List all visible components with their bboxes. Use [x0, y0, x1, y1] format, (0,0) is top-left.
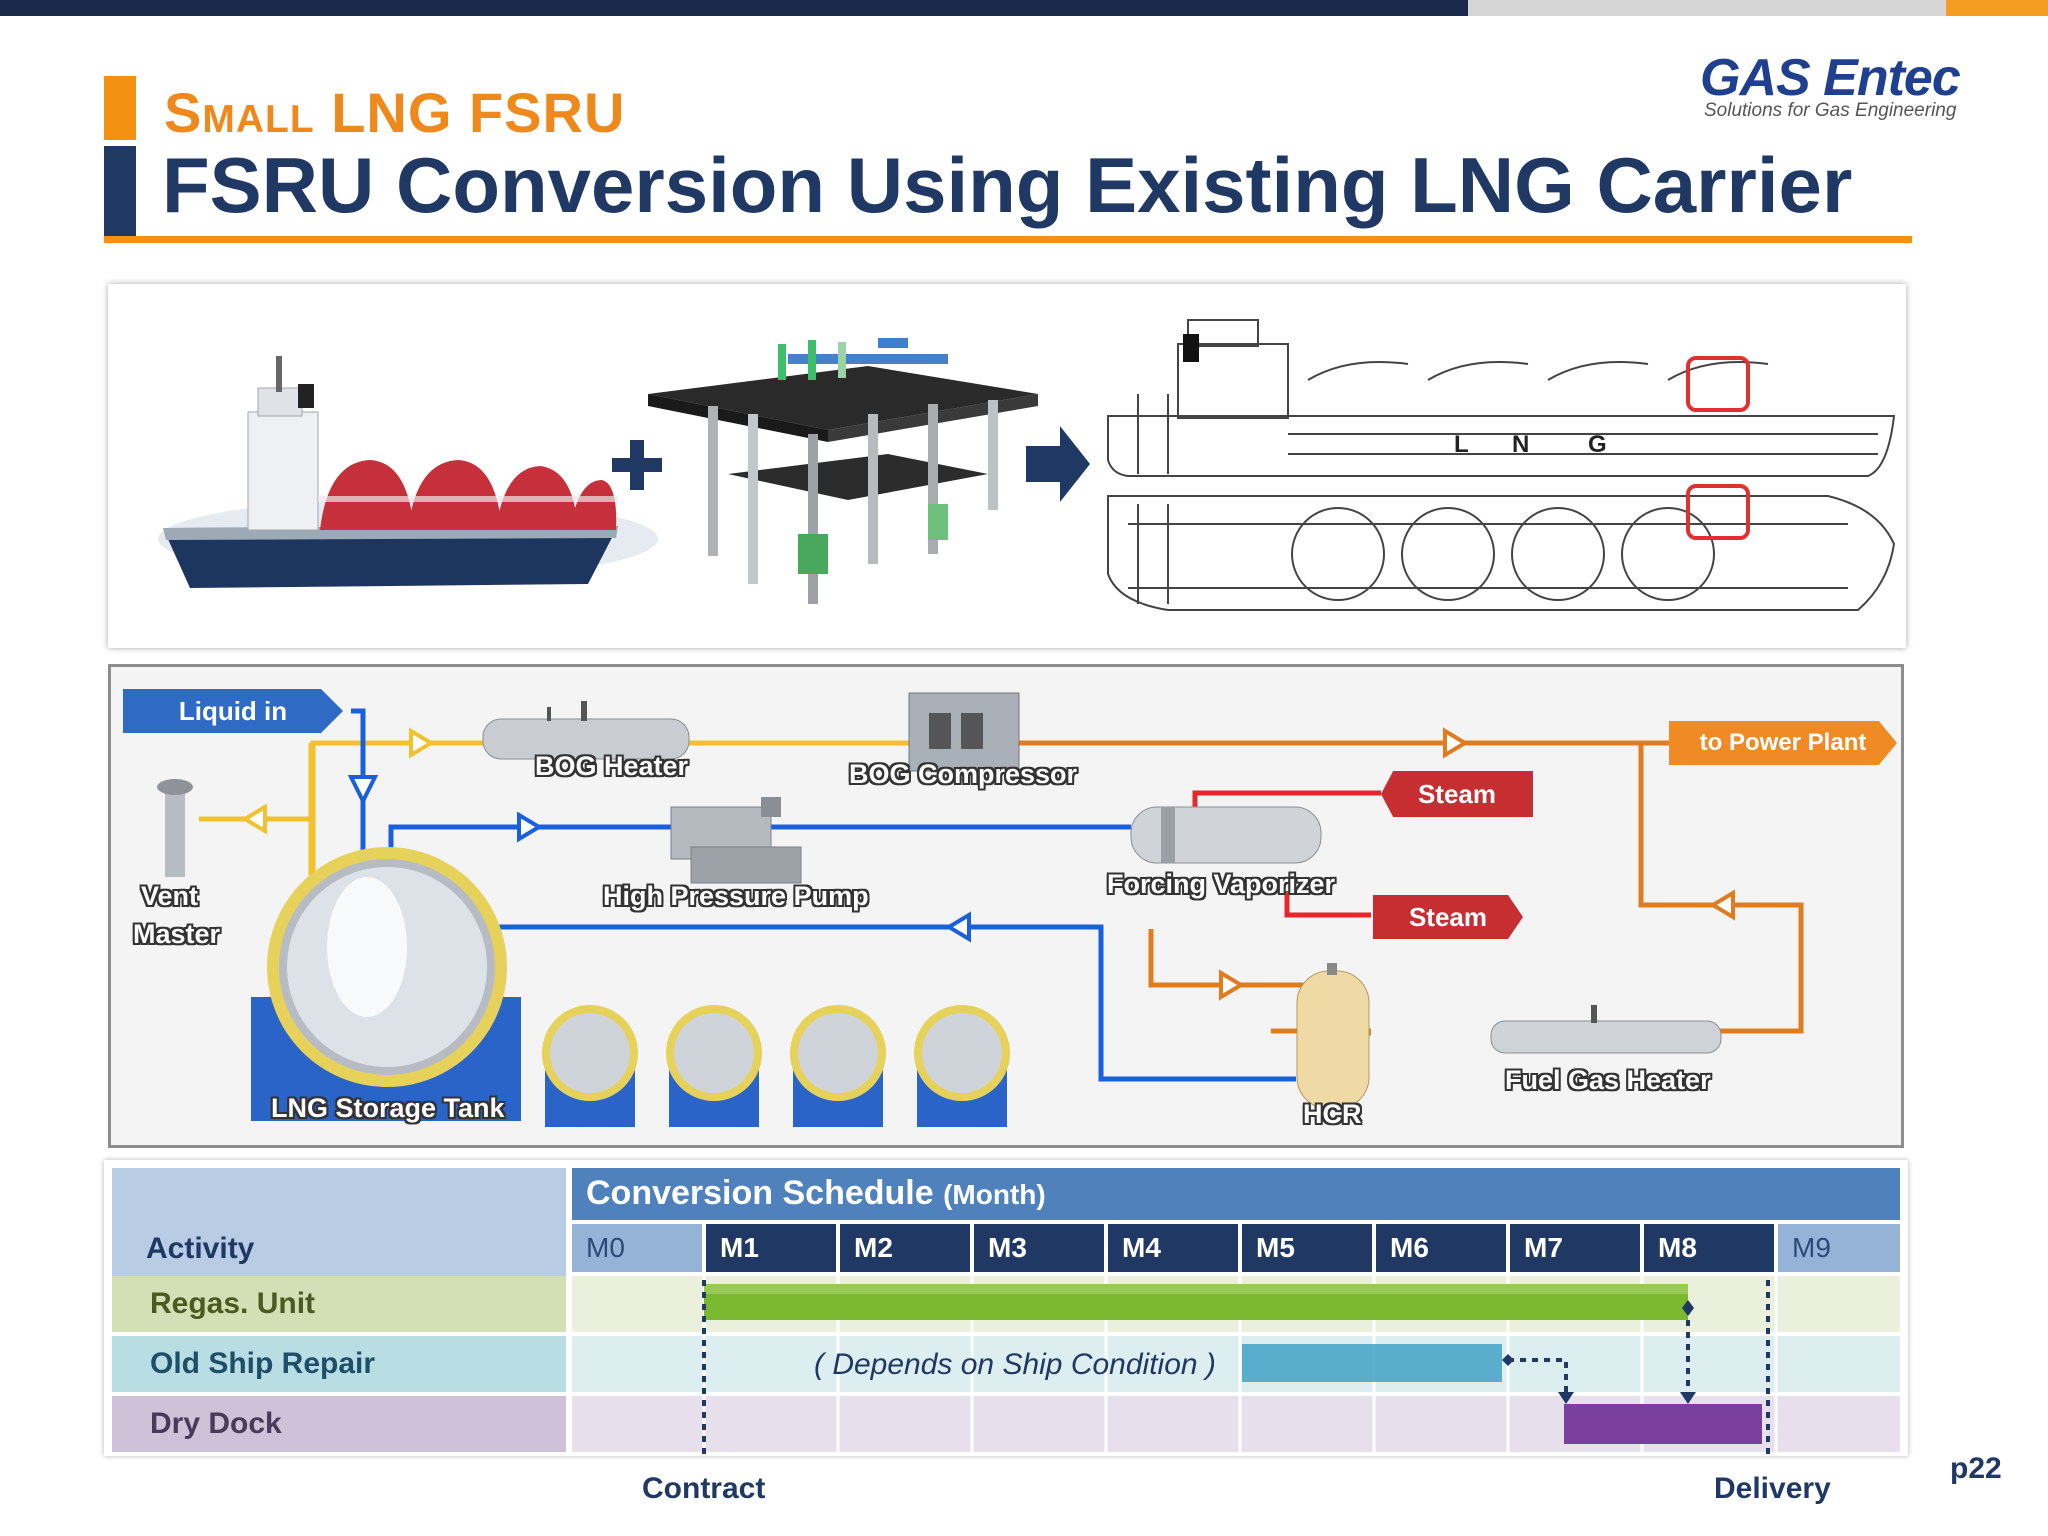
slide-subtitle: Small LNG FSRU [164, 81, 626, 144]
vent-master-label-1: Vent [141, 881, 199, 911]
depends-on-ship-condition-note: ( Depends on Ship Condition ) [814, 1348, 1216, 1381]
schedule-title: Conversion Schedule [586, 1174, 934, 1212]
row-old-ship-repair-track [572, 1336, 1900, 1392]
vent-master-label-2: Master [133, 919, 221, 949]
month-m0-label: M0 [586, 1232, 625, 1263]
month-m2-cell [840, 1224, 970, 1272]
conversion-schedule-table: Activity Conversion Schedule (Month) M0 … [104, 1160, 1908, 1456]
page-number: p22 [1950, 1452, 2002, 1485]
hcr-vessel-icon [1296, 963, 1370, 1110]
schedule-unit: (Month) [943, 1179, 1046, 1210]
month-m9-label: M9 [1792, 1232, 1831, 1263]
hcr-label: HCR [1303, 1099, 1362, 1129]
month-m3-label: M3 [988, 1232, 1027, 1263]
title-underline [104, 236, 1912, 243]
month-m3-cell [974, 1224, 1104, 1272]
old-ship-repair-bar [1242, 1344, 1502, 1382]
liquid-in-label: Liquid in [178, 695, 288, 726]
title-accent [104, 146, 136, 236]
row-dry-dock-label: Dry Dock [112, 1396, 566, 1452]
dry-dock-bar [1564, 1404, 1762, 1444]
drawing-letter-l: L [1454, 431, 1469, 458]
drawing-letter-g: G [1588, 431, 1607, 458]
bog-compressor-icon [908, 692, 1020, 772]
lng-storage-tank-icon [251, 847, 521, 1121]
vent-master-icon [157, 779, 193, 877]
fuel-gas-heater-icon [1490, 1005, 1722, 1054]
company-logo: GAS Entec [1700, 49, 1961, 107]
month-m4-label: M4 [1122, 1232, 1161, 1263]
delivery-label: Delivery [1714, 1472, 1831, 1505]
company-tagline: Solutions for Gas Engineering [1704, 100, 1957, 121]
contract-label: Contract [642, 1472, 766, 1505]
high-pressure-pump-label: High Pressure Pump [603, 881, 869, 911]
activity-header-cell [112, 1168, 566, 1276]
to-power-plant-label: to Power Plant [1699, 729, 1867, 756]
month-m1-label: M1 [720, 1232, 759, 1263]
conversion-image-panel: L N G [108, 284, 1906, 648]
to-power-plant-tag: to Power Plant [1669, 721, 1897, 765]
liquid-in-tag: Liquid in [123, 689, 343, 733]
high-pressure-pump-icon [670, 797, 802, 884]
month-m5-label: M5 [1256, 1232, 1295, 1263]
month-m6-label: M6 [1390, 1232, 1429, 1263]
month-m8-cell [1644, 1224, 1774, 1272]
month-m7-cell [1510, 1224, 1640, 1272]
schedule-header-title: Conversion Schedule (Month) [586, 1174, 1046, 1213]
schedule-header-cell [572, 1168, 1900, 1220]
top-bar-gray [1468, 0, 1946, 16]
subtitle-accent [104, 76, 136, 140]
month-m8-label: M8 [1658, 1232, 1697, 1263]
lng-carrier-image [158, 356, 658, 588]
month-m9-cell [1778, 1224, 1900, 1272]
activity-header-label: Activity [146, 1232, 255, 1265]
forcing-vaporizer-icon [1130, 806, 1322, 864]
fsru-drawing-image [1107, 319, 1896, 611]
bog-heater-icon [482, 701, 690, 760]
month-m2-label: M2 [854, 1232, 893, 1263]
month-m0-cell [572, 1224, 702, 1272]
steam-tag-bottom: Steam [1373, 895, 1523, 939]
row-regas-unit-label: Regas. Unit [112, 1276, 566, 1332]
month-m4-cell [1108, 1224, 1238, 1272]
slide-title: FSRU Conversion Using Existing LNG Carri… [162, 141, 1853, 229]
steam-tag-top: Steam [1381, 771, 1533, 817]
top-bar-orange [1946, 0, 2048, 16]
lng-storage-tank-label: LNG Storage Tank [271, 1093, 505, 1123]
arrow-right-icon [1026, 426, 1090, 502]
drawing-letter-n: N [1512, 431, 1529, 458]
forcing-vaporizer-label: Forcing Vaporizer [1107, 869, 1336, 899]
row-old-ship-repair-label: Old Ship Repair [112, 1336, 566, 1392]
fuel-gas-heater-label: Fuel Gas Heater [1505, 1065, 1711, 1095]
bog-heater-label: BOG Heater [535, 751, 689, 781]
process-flow-diagram: Liquid in to Power Plant Steam Steam BOG… [108, 664, 1904, 1148]
month-m7-label: M7 [1524, 1232, 1563, 1263]
steam-top-label: Steam [1417, 778, 1497, 809]
steam-bottom-label: Steam [1408, 901, 1488, 932]
small-storage-tanks-icon [542, 1005, 1010, 1127]
month-m1-cell [706, 1224, 836, 1272]
month-m5-cell [1242, 1224, 1372, 1272]
top-bar-dark [0, 0, 1468, 16]
regas-module-image [648, 338, 1038, 604]
bog-compressor-label: BOG Compressor [849, 759, 1078, 789]
month-m6-cell [1376, 1224, 1506, 1272]
